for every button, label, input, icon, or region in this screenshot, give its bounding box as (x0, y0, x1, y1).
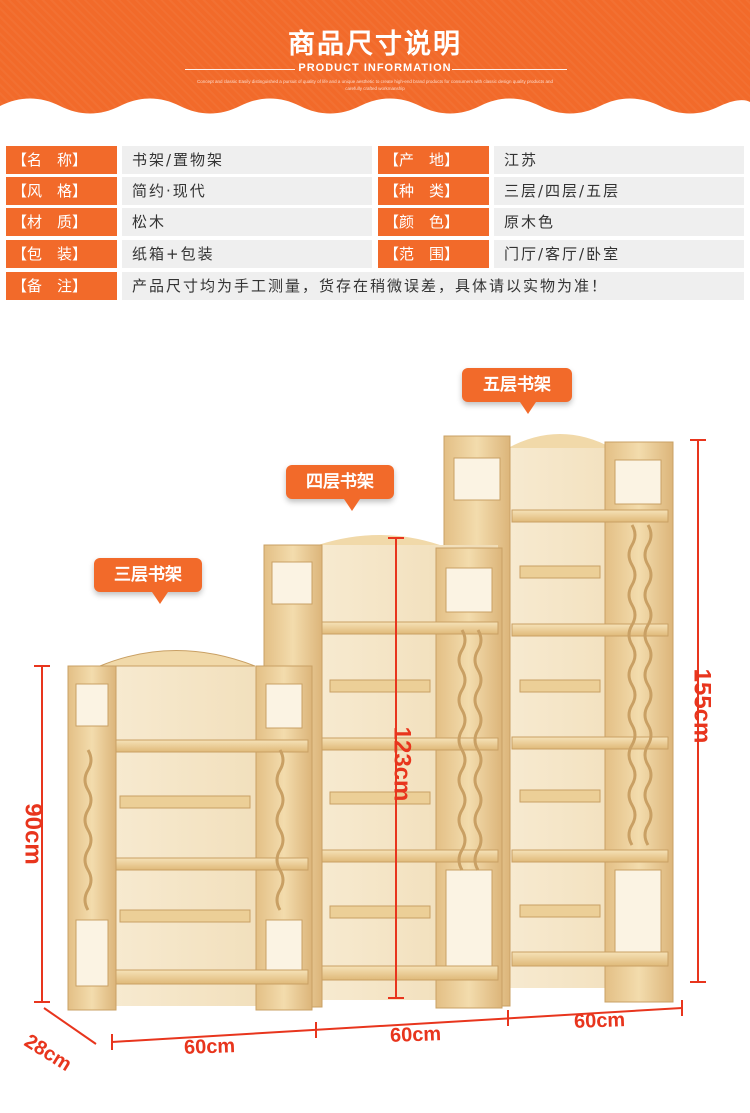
tag-five-arrow (520, 402, 536, 414)
five-shelf-board (511, 736, 669, 750)
five-back-rail (519, 679, 601, 693)
four-top-arch (318, 535, 440, 545)
tag-three-arrow (152, 592, 168, 604)
three-top-arch (99, 650, 256, 667)
three-back-rail (119, 909, 251, 923)
four-side-window (271, 561, 313, 605)
tag-four-arrow (344, 499, 360, 511)
four-back-rail (329, 905, 431, 919)
four-shelf-board (321, 737, 499, 751)
tag-five-layer: 五层书架 (462, 368, 572, 402)
spec-value: 简约·现代 (122, 177, 372, 205)
banner-subtitle: PRODUCT INFORMATION (298, 62, 452, 74)
spec-row: 【风 格】 简约·现代 【种 类】 三层/四层/五层 (6, 177, 744, 205)
five-back-rail (519, 904, 601, 918)
five-shelf-board (511, 509, 669, 523)
five-top-arch (508, 434, 612, 448)
banner-wave-edge (0, 98, 750, 124)
spec-row-note: 【备 注】 产品尺寸均为手工测量，货存在稍微误差，具体请以实物为准！ (6, 272, 744, 300)
three-side-window (75, 919, 109, 987)
dim-label-123: 123cm (388, 726, 416, 802)
product-dimensions: 三层书架 四层书架 五层书架 90cm 123cm 155cm 60cm 60c… (0, 330, 750, 1113)
three-spindle (83, 749, 93, 911)
tag-three-layer: 三层书架 (94, 558, 202, 592)
three-shelf-board (115, 857, 309, 871)
five-back-rail (519, 789, 601, 803)
banner-title: 商品尺寸说明 (288, 29, 462, 60)
spec-label: 【材 质】 (6, 208, 117, 236)
four-side-window (445, 567, 493, 613)
spec-label: 【风 格】 (6, 177, 117, 205)
tag-four-layer: 四层书架 (286, 465, 394, 499)
spec-row: 【名 称】 书架/置物架 【产 地】 江苏 (6, 146, 744, 174)
five-side-window (614, 459, 662, 505)
five-side-window (453, 457, 501, 501)
spec-label: 【产 地】 (378, 146, 489, 174)
four-back-rail (329, 791, 431, 805)
three-back-rail (119, 795, 251, 809)
spec-value: 江苏 (494, 146, 744, 174)
header-banner: 商品尺寸说明 PRODUCT INFORMATION Concept and c… (0, 0, 750, 124)
dim-label-155: 155cm (688, 668, 716, 744)
dim-line-depth (43, 1007, 97, 1045)
spec-row: 【包 装】 纸箱+包装 【范 围】 门厅/客厅/卧室 (6, 240, 744, 268)
four-shelf-board (321, 965, 499, 981)
spec-value: 纸箱+包装 (122, 240, 372, 268)
three-shelf-board (115, 739, 309, 753)
five-side-window (614, 869, 662, 961)
three-layer-shelf (67, 650, 313, 1011)
bookshelf-illustration (34, 434, 706, 1050)
dim-label-90: 90cm (19, 803, 47, 865)
banner-divider-left (185, 69, 295, 70)
spec-value: 书架/置物架 (122, 146, 372, 174)
spec-value: 松木 (122, 208, 372, 236)
dim-label-width-four: 60cm (389, 1023, 442, 1047)
three-spindle (275, 749, 285, 911)
spec-label: 【备 注】 (6, 272, 117, 300)
banner-divider-right (452, 69, 567, 70)
spec-value: 原木色 (494, 208, 744, 236)
five-spindle (627, 524, 637, 846)
dimension-lines (34, 439, 706, 1050)
four-shelf-board (321, 621, 499, 635)
three-side-window (75, 683, 109, 727)
four-side-window (445, 869, 493, 981)
spec-label: 【颜 色】 (378, 208, 489, 236)
five-spindle (643, 524, 653, 846)
dim-line-width (111, 1007, 683, 1043)
four-shelf-board (321, 849, 499, 863)
banner-fine-print: Concept and classic Easily distinguished… (197, 79, 553, 91)
dim-label-width-five: 60cm (573, 1009, 626, 1033)
spec-value: 三层/四层/五层 (494, 177, 744, 205)
dim-label-width-three: 60cm (183, 1035, 236, 1059)
four-back-rail (329, 679, 431, 693)
three-side-window (265, 683, 303, 729)
spec-note-value: 产品尺寸均为手工测量，货存在稍微误差，具体请以实物为准！ (122, 272, 744, 300)
spec-label: 【范 围】 (378, 240, 489, 268)
four-spindle (473, 629, 483, 871)
five-shelf-board (511, 951, 669, 967)
spec-row: 【材 质】 松木 【颜 色】 原木色 (6, 208, 744, 236)
three-shelf-board (115, 969, 309, 985)
spec-label: 【包 装】 (6, 240, 117, 268)
spec-label: 【名 称】 (6, 146, 117, 174)
spec-label: 【种 类】 (378, 177, 489, 205)
spec-value: 门厅/客厅/卧室 (494, 240, 744, 268)
four-spindle (457, 629, 467, 871)
five-shelf-board (511, 849, 669, 863)
five-back-rail (519, 565, 601, 579)
